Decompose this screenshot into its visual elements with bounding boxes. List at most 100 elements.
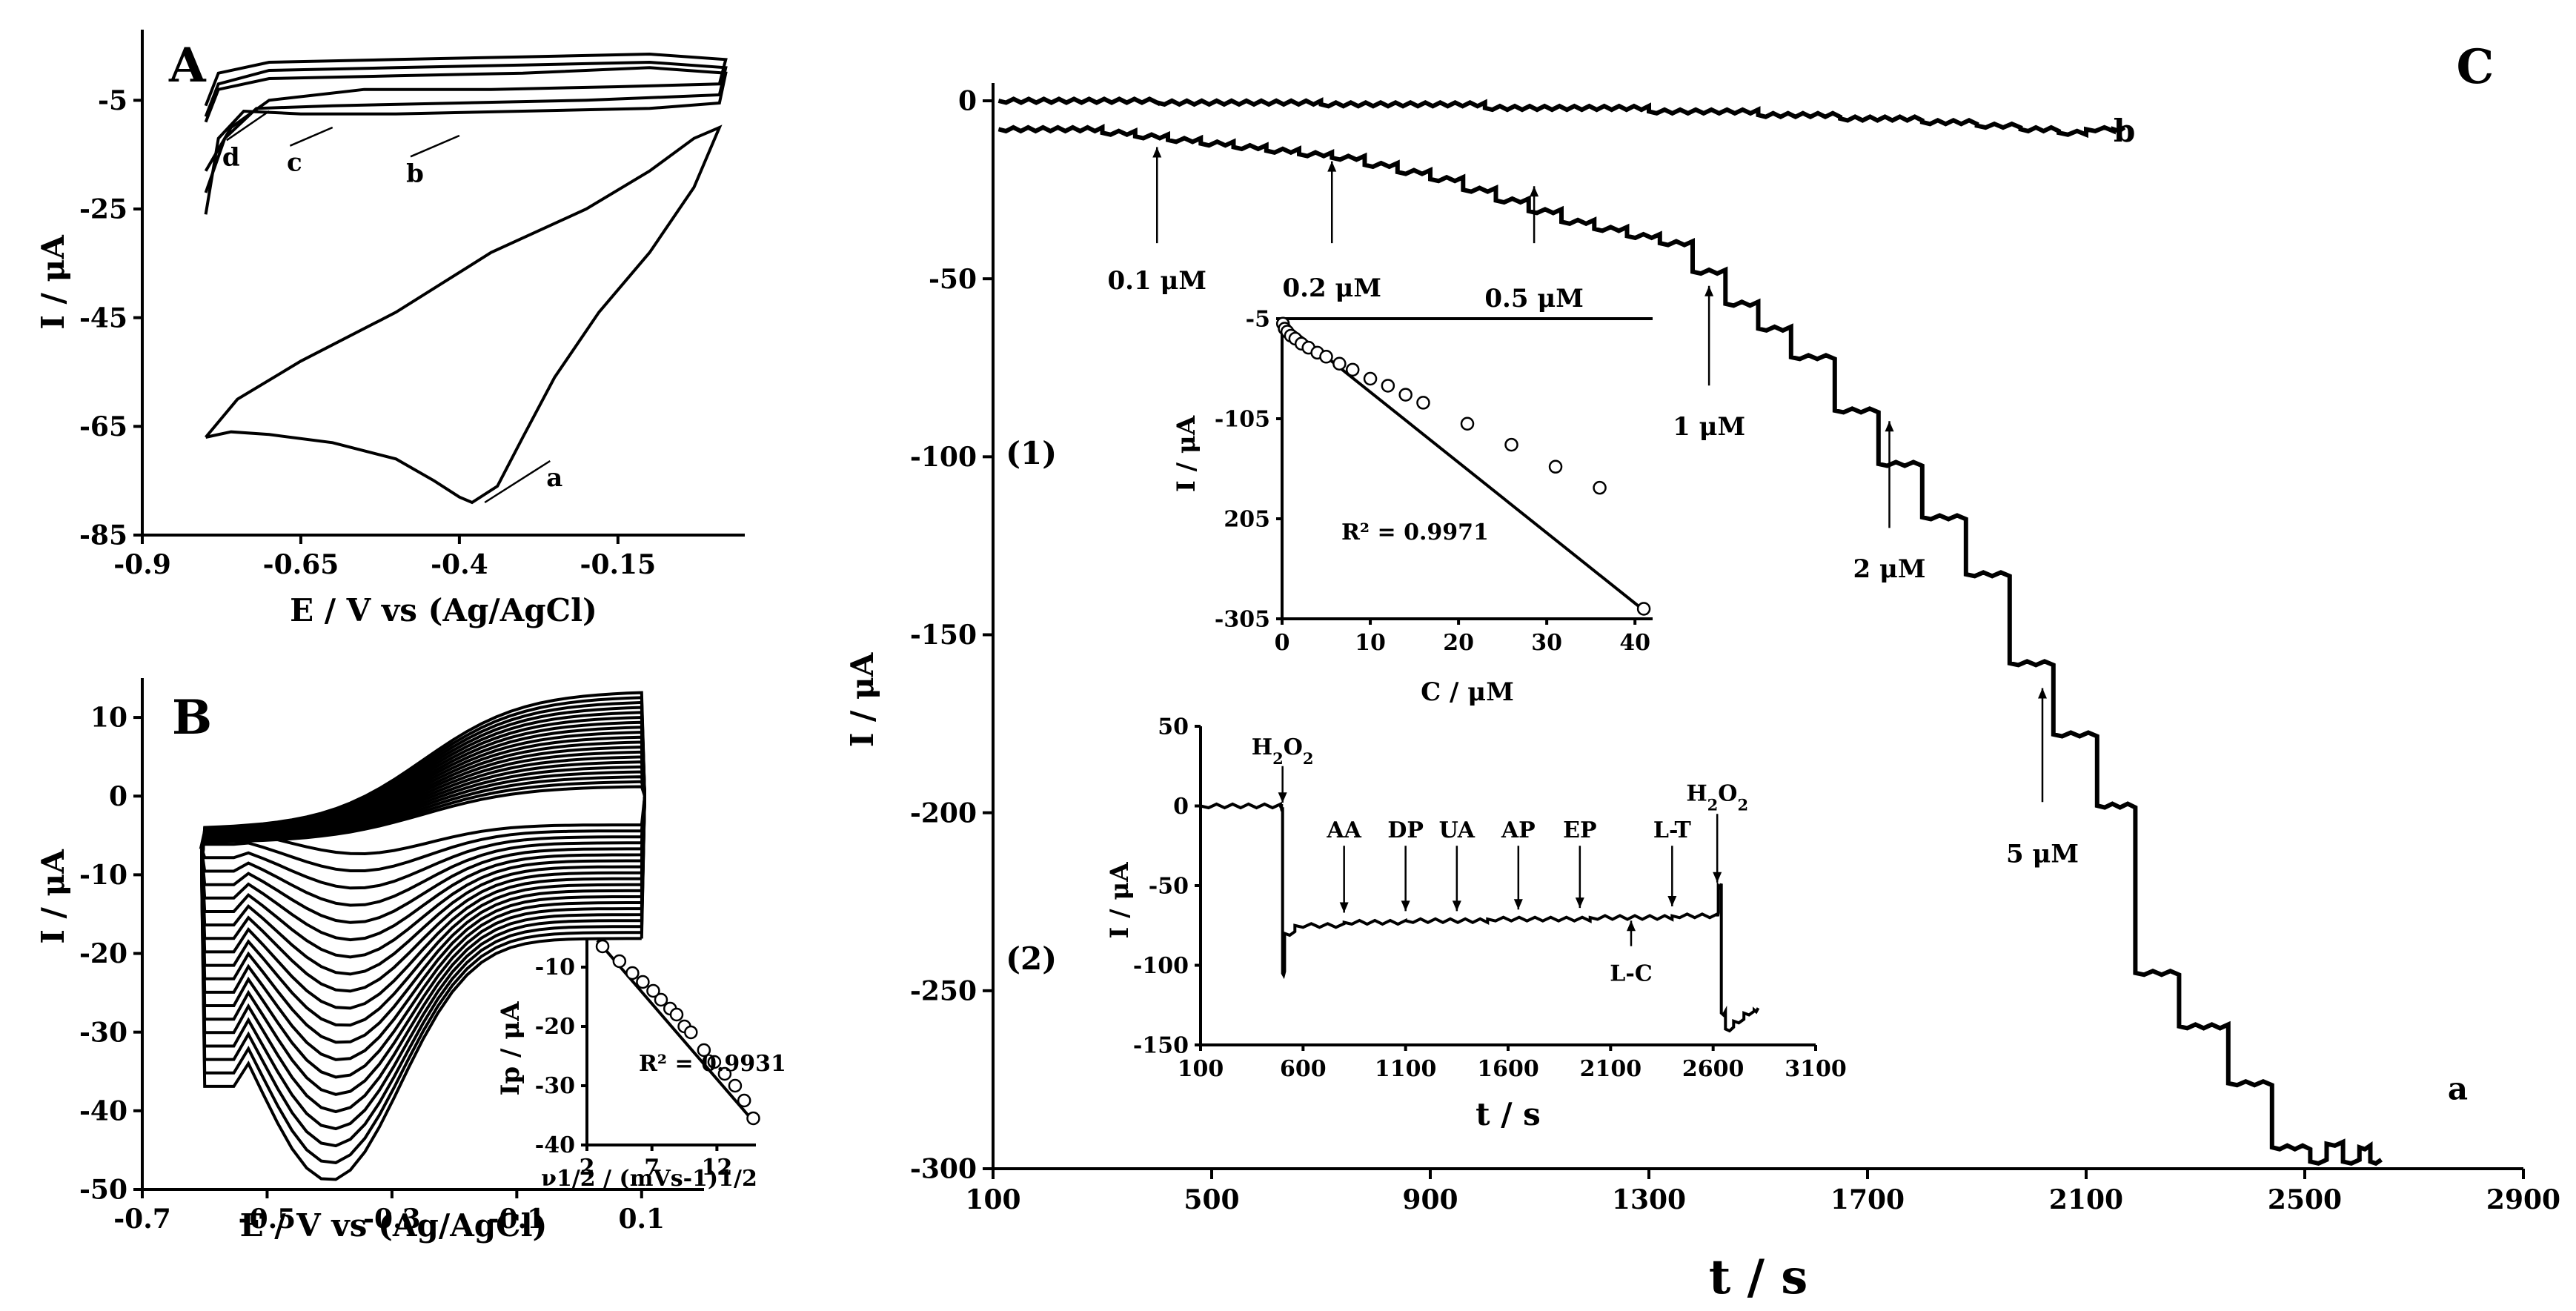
text-part: AP: [1501, 817, 1536, 843]
x-tick-label: -0.1: [488, 1204, 546, 1235]
text-part: H: [1252, 734, 1272, 760]
inset-point: [654, 992, 668, 1007]
curve-label-leader: [484, 459, 551, 504]
inset-point: [717, 1066, 732, 1081]
inset-point: [1504, 437, 1518, 452]
curve-label-c: c: [287, 148, 302, 178]
x-tick-label: 10: [1355, 630, 1386, 656]
x-tick-label: 1700: [1830, 1184, 1905, 1215]
x-tick-label: -0.4: [431, 549, 488, 580]
inset-x-axis-title: ν1/2 / (mVs-1)1/2: [541, 1166, 757, 1192]
text-part: O: [1284, 734, 1303, 760]
cv-curve-a: [205, 125, 723, 505]
y-axis-title: I / μA: [844, 651, 880, 747]
x-tick-label: 2600: [1682, 1056, 1745, 1082]
y-tick-label: -5: [1246, 307, 1270, 333]
inset-annotation: R² = 0.9971: [1341, 520, 1489, 545]
inset-point: [1636, 602, 1651, 616]
interferent-label: L-T: [1653, 817, 1692, 843]
arrow-head: [1152, 147, 1162, 158]
x-tick-label: 12: [702, 1155, 733, 1181]
cv-curve-d: [204, 52, 728, 172]
inset-point: [646, 983, 660, 998]
inset-annotation: R² = 0.9931: [639, 1051, 786, 1077]
arrow-head: [1327, 161, 1337, 172]
inset-point: [1363, 371, 1378, 386]
interferent-label: AA: [1326, 817, 1361, 843]
text-part: UA: [1439, 817, 1475, 843]
conc-label: 2 μM: [1853, 554, 1925, 584]
arrow-head: [1575, 897, 1584, 909]
inset-point: [1593, 480, 1607, 495]
x-axis-title: t / s: [1709, 1249, 1808, 1305]
y-tick-label: -40: [79, 1095, 127, 1126]
text-part: 2: [1272, 749, 1284, 767]
arrow-head: [2038, 688, 2047, 699]
fit-line: [1281, 320, 1650, 615]
arrow-head: [1513, 899, 1523, 910]
series-label-a: a: [2448, 1070, 2468, 1106]
x-tick-label: 100: [965, 1184, 1020, 1215]
y-tick-label: -20: [535, 1014, 575, 1040]
x-tick-label: 0: [1275, 630, 1290, 656]
curve-label-d: d: [222, 142, 240, 172]
x-tick-label: 2900: [2486, 1184, 2560, 1215]
arrow-head: [1627, 920, 1636, 932]
x-tick-label: 30: [1531, 630, 1562, 656]
inset-point: [1319, 350, 1333, 364]
conc-label: 0.1 μM: [1107, 266, 1206, 296]
interferent-label: H2O2: [1686, 780, 1748, 814]
inset-point: [669, 1007, 684, 1022]
y-tick-label: -10: [79, 860, 127, 891]
text-part: EP: [1563, 817, 1596, 843]
curve-label-a: a: [546, 463, 562, 493]
interferent-label: L-C: [1610, 960, 1652, 986]
inset-x-axis-title: C / μM: [1421, 677, 1514, 707]
x-tick-label: 0.1: [618, 1204, 665, 1235]
cv-curve-b: [204, 66, 728, 215]
inset-point: [612, 954, 627, 969]
curve-label-leader: [289, 126, 333, 147]
x-axis-title: E / V vs (Ag/AgCl): [290, 592, 597, 628]
x-tick-label: 900: [1402, 1184, 1458, 1215]
y-axis-title: I / μA: [35, 234, 71, 330]
interferent-label: UA: [1439, 817, 1475, 843]
interference-trace: [1200, 801, 1760, 1033]
inset-y-axis-title: I / μA: [1105, 862, 1135, 939]
x-tick-label: 40: [1619, 630, 1650, 656]
y-tick-label: -5: [98, 85, 127, 116]
y-tick-label: 50: [1158, 714, 1189, 740]
x-tick-label: 600: [1280, 1056, 1327, 1082]
y-tick-label: -50: [929, 264, 977, 295]
amperometric-trace-b: [997, 96, 2126, 139]
panel-letter-a: A: [168, 38, 207, 93]
arrow-head: [1278, 792, 1287, 803]
y-tick-label: -65: [79, 411, 127, 442]
y-tick-label: 10: [90, 703, 127, 734]
text-part: O: [1718, 780, 1737, 806]
cv-scan: [199, 691, 647, 1181]
interferent-label: AP: [1501, 817, 1536, 843]
x-tick-label: 1600: [1477, 1056, 1539, 1082]
inset-point: [636, 975, 650, 989]
y-tick-label: -25: [79, 194, 127, 225]
inset-point: [1460, 416, 1475, 431]
fit-line: [596, 939, 757, 1126]
x-tick-label: -0.65: [263, 549, 339, 580]
inset-y-axis-title: Ip / μA: [496, 1001, 525, 1096]
y-tick-label: 205: [1224, 507, 1270, 533]
x-tick-label: 1300: [1612, 1184, 1686, 1215]
inset-point: [595, 939, 610, 954]
x-tick-label: -0.9: [113, 549, 171, 580]
x-axis-title: E / V vs (Ag/AgCl): [240, 1207, 548, 1244]
arrow-head: [1704, 285, 1714, 296]
x-tick-label: 20: [1443, 630, 1474, 656]
y-tick-label: -150: [1133, 1033, 1189, 1059]
x-tick-label: 7: [644, 1155, 660, 1181]
x-tick-label: 2100: [1580, 1056, 1642, 1082]
x-tick-label: -0.3: [363, 1204, 421, 1235]
arrow-head: [1713, 872, 1722, 883]
